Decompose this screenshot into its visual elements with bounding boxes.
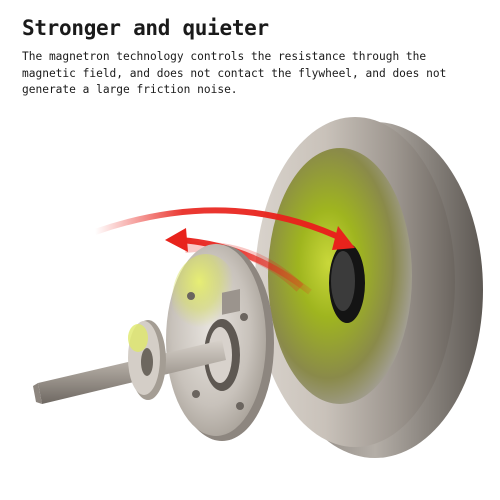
flywheel-disc xyxy=(255,117,483,458)
description-line: magnetic field, and does not contact the… xyxy=(22,66,447,80)
description-line: The magnetron technology controls the re… xyxy=(22,50,427,63)
resistance-arrows xyxy=(94,207,355,295)
flywheel-illustration xyxy=(33,117,483,458)
small-gear xyxy=(128,320,166,400)
description: The magnetron technology controls the re… xyxy=(22,49,482,99)
magnetron-plate xyxy=(166,244,274,441)
description-line: generate a large friction noise. xyxy=(22,83,238,96)
headline: Stronger and quieter xyxy=(22,16,269,40)
